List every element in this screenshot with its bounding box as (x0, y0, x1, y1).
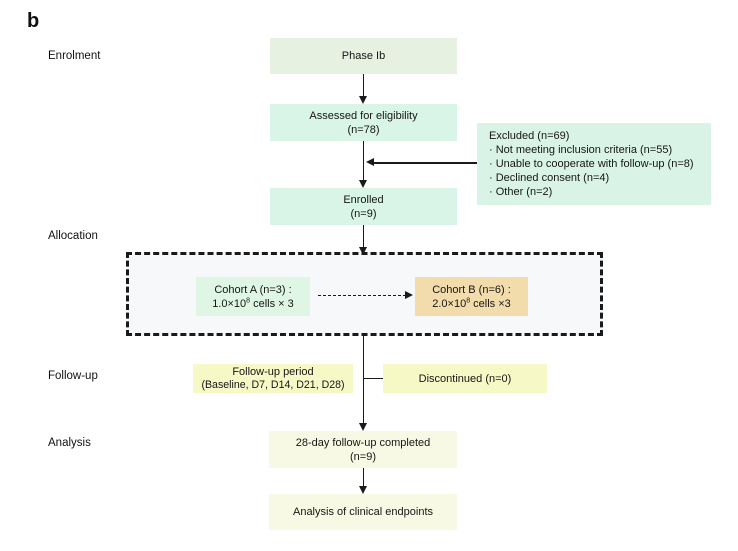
box-follow-up-period: Follow-up period (Baseline, D7, D14, D21… (193, 364, 353, 393)
arrow-phase-to-assessed-line (362, 74, 364, 97)
box-excluded-reasons: · Not meeting inclusion criteria (n=55) … (477, 143, 694, 199)
box-discontinued: Discontinued (n=0) (383, 364, 547, 393)
excluded-reason: · Declined consent (n=4) (489, 172, 610, 184)
cohort-b-dose-rest: cells ×3 (470, 297, 511, 310)
arrow-assessed-to-enrolled-line (362, 141, 364, 181)
box-cohort-a: Cohort A (n=3) : 1.0×108 cells × 3 (196, 277, 310, 316)
box-cohort-b-line1: Cohort B (n=6) : (432, 283, 511, 296)
box-assessed: Assessed for eligibility (n=78) (270, 104, 457, 141)
box-excluded: Excluded (n=69) · Not meeting inclusion … (477, 123, 711, 205)
box-follow-up-period-line1: Follow-up period (232, 365, 314, 378)
cohort-a-dose-base: 1.0×10 (212, 297, 247, 310)
box-endpoints-line1: Analysis of clinical endpoints (292, 506, 434, 518)
box-phase-ib-title: Phase Ib (341, 50, 386, 62)
arrow-cohort-a-to-b-line (318, 295, 406, 296)
arrow-allocation-to-completed-head (359, 423, 367, 431)
box-cohort-b-dose: 2.0×108 cells ×3 (432, 297, 511, 311)
box-excluded-title: Excluded (n=69) (489, 130, 570, 142)
cohort-b-dose-base: 2.0×10 (432, 297, 467, 310)
cohort-b-dose-exp: 8 (466, 296, 471, 304)
box-cohort-a-dose: 1.0×108 cells × 3 (212, 297, 294, 311)
box-cohort-b: Cohort B (n=6) : 2.0×108 cells ×3 (415, 277, 528, 316)
box-assessed-line2: (n=78) (347, 123, 380, 136)
stage-label-analysis: Analysis (48, 437, 91, 449)
cohort-a-dose-rest: cells × 3 (250, 297, 294, 310)
box-enrolled-line2: (n=9) (350, 207, 377, 220)
box-completed-line2: (n=9) (350, 450, 376, 463)
stage-label-allocation: Allocation (48, 230, 98, 242)
stage-label-follow-up: Follow-up (48, 370, 98, 382)
excluded-reason: · Not meeting inclusion criteria (n=55) (489, 144, 673, 156)
connector-discontinued-line (364, 377, 383, 379)
arrow-excluded-line (373, 162, 477, 164)
arrow-allocation-to-completed-line (362, 333, 364, 424)
panel-label: b (27, 10, 40, 32)
arrow-excluded-head (366, 158, 374, 166)
arrow-completed-to-endpoints-head (359, 486, 367, 494)
box-cohort-a-line1: Cohort A (n=3) : (214, 283, 292, 296)
arrow-enrolled-to-allocation-line (362, 225, 364, 248)
box-follow-up-period-line2: (Baseline, D7, D14, D21, D28) (201, 378, 345, 391)
box-enrolled-line1: Enrolled (343, 193, 384, 206)
box-completed-line1: 28-day follow-up completed (295, 436, 431, 449)
excluded-reason: · Unable to cooperate with follow-up (n=… (489, 158, 694, 170)
arrow-enrolled-to-allocation-head (359, 247, 367, 255)
arrow-completed-to-endpoints-line (362, 468, 364, 487)
box-discontinued-line1: Discontinued (n=0) (418, 372, 512, 385)
box-endpoints: Analysis of clinical endpoints (269, 494, 457, 530)
box-phase-ib: Phase Ib (270, 38, 457, 74)
excluded-reason: · Other (n=2) (489, 186, 553, 198)
arrow-phase-to-assessed-head (359, 96, 367, 104)
cohort-a-dose-exp: 8 (246, 296, 251, 304)
arrow-assessed-to-enrolled-head (359, 180, 367, 188)
box-completed: 28-day follow-up completed (n=9) (269, 431, 457, 468)
box-assessed-line1: Assessed for eligibility (309, 109, 418, 122)
stage-label-enrolment: Enrolment (48, 50, 101, 62)
box-enrolled: Enrolled (n=9) (270, 188, 457, 225)
arrow-cohort-a-to-b-head (405, 291, 413, 299)
